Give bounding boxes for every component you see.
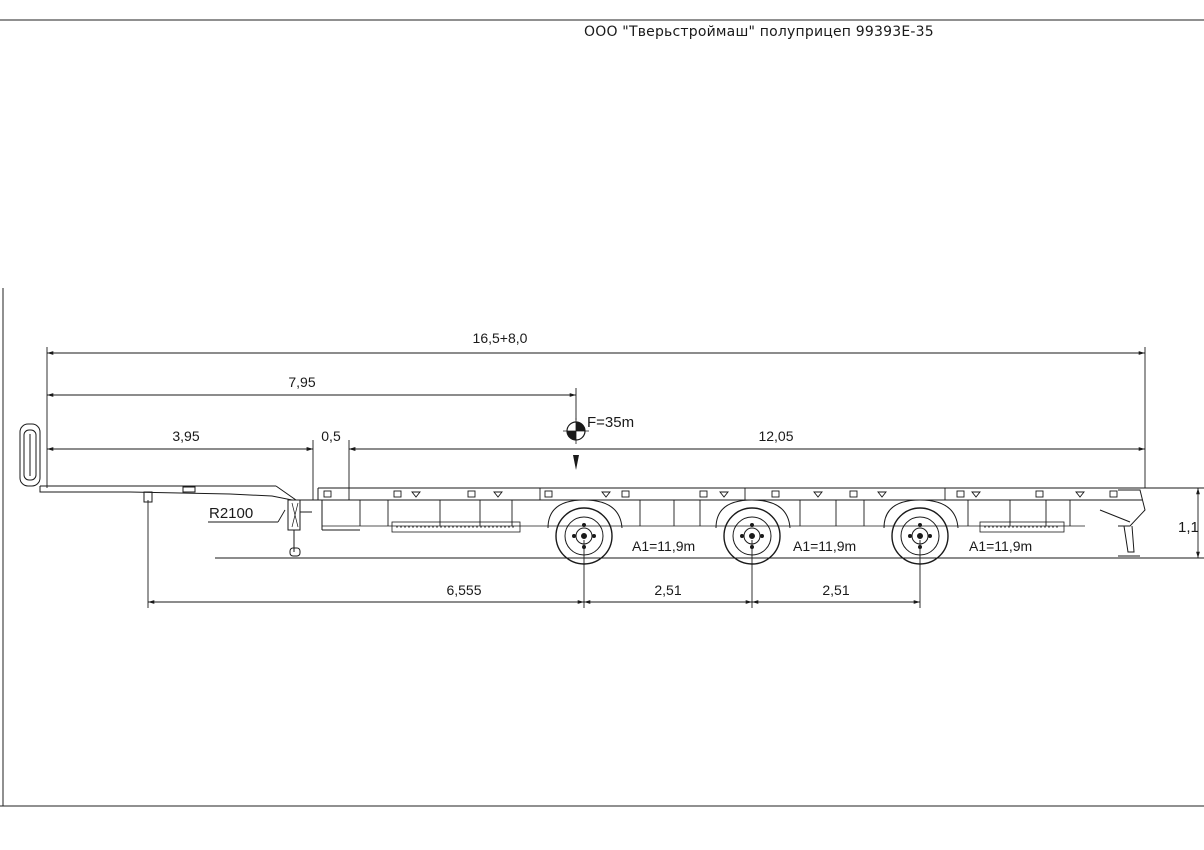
wheel-axle-1 [547, 499, 623, 565]
drawing-title: ООО "Тверьстроймаш" полуприцеп 99393Е-35 [584, 24, 934, 40]
side-toolboxes [391, 521, 1065, 533]
dim-gap: 0,5 [321, 428, 341, 444]
axle2-load-label: A1=11,9m [793, 538, 856, 554]
load-center-label: F=35m [587, 414, 634, 431]
dim-support-to-axle: 6,555 [446, 582, 481, 598]
dim-deck-height: 1,1 [1178, 519, 1199, 536]
deck-stake-pockets [323, 488, 1118, 526]
dimension-lines [46, 347, 1204, 608]
dim-rear-length: 12,05 [758, 428, 793, 444]
radius-label: R2100 [209, 505, 253, 522]
center-of-gravity-symbol [563, 418, 589, 470]
wheel-axle-2 [715, 499, 791, 565]
axle3-load-label: A1=11,9m [969, 538, 1032, 554]
dim-axle-spacing-1: 2,51 [654, 582, 681, 598]
dim-kingpin-to-center: 7,95 [288, 374, 315, 390]
dim-axle-spacing-2: 2,51 [822, 582, 849, 598]
rear-ramps [1099, 489, 1146, 557]
axle1-load-label: A1=11,9m [632, 538, 695, 554]
dimension-labels: 16,5+8,0 7,95 3,95 0,5 12,05 6,555 2,51 … [172, 330, 1198, 598]
sheet-frame [0, 19, 1204, 807]
landing-gear [287, 499, 312, 557]
dim-overall-length: 16,5+8,0 [473, 330, 528, 346]
dim-front-overhang: 3,95 [172, 428, 199, 444]
wheel-axle-3 [883, 499, 959, 565]
